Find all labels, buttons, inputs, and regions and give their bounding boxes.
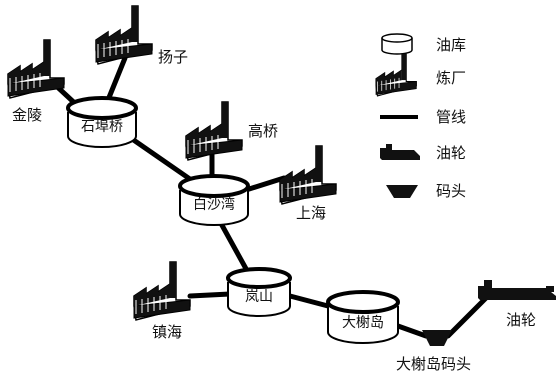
refinery-label-shanghai: 上海 [296, 204, 326, 222]
pipelines [49, 55, 491, 339]
legend-label-refinery: 炼厂 [436, 69, 466, 87]
pipeline-baishawan-lanshan [215, 215, 253, 279]
pipeline-dashudao-wharf [395, 323, 429, 339]
legend-item-tanker: 油轮 [380, 144, 466, 162]
factory-icon [279, 145, 337, 205]
refinery-shanghai: 上海 [279, 145, 337, 222]
factory-icon [7, 39, 65, 99]
legend-label-tank: 油库 [436, 36, 466, 54]
tank-baishawan: 白沙湾 [178, 174, 250, 226]
pipeline-shanghai-baishawan [243, 175, 287, 193]
legend-item-pipeline: 管线 [380, 108, 466, 126]
refinery-label-jinling: 金陵 [12, 106, 42, 124]
tanker-label: 油轮 [506, 311, 536, 329]
legend-label-pipeline: 管线 [436, 108, 466, 126]
tank-label-shibuqiao: 石埠桥 [81, 118, 123, 135]
legend-label-wharf: 码头 [436, 182, 466, 200]
legend-label-tanker: 油轮 [436, 144, 466, 162]
legend-item-refinery: 炼厂 [375, 53, 466, 97]
pipeline-zhenhai-lanshan [187, 291, 233, 299]
refinery-label-zhenhai: 镇海 [152, 323, 182, 341]
tank-dashudao: 大榭岛 [326, 290, 400, 344]
legend: 油库 炼厂 管线 油轮 码头 [375, 33, 466, 200]
pipeline-yangzi-shibuqiao [105, 55, 128, 103]
tank-label-baishawan: 白沙湾 [193, 196, 235, 213]
tank-label-lanshan: 岚山 [245, 289, 273, 305]
tanker-icon [380, 144, 420, 160]
refinery-yangzi: 扬子 [95, 5, 188, 66]
pipeline-lanshan-dashudao [287, 293, 331, 309]
tank-icon [381, 33, 413, 55]
refinery-label-gaoqiao: 高桥 [248, 122, 278, 140]
tanker-ship: 油轮 [478, 280, 556, 329]
refinery-jinling: 金陵 [7, 39, 65, 124]
wharf-icon [386, 185, 418, 198]
factory-icon [185, 101, 243, 161]
refinery-label-yangzi: 扬子 [158, 48, 188, 66]
tank-lanshan: 岚山 [226, 267, 292, 317]
tank-shibuqiao: 石埠桥 [66, 96, 138, 148]
factory-icon [133, 261, 191, 321]
legend-item-tank: 油库 [381, 33, 466, 55]
refinery-gaoqiao: 高桥 [185, 101, 278, 161]
wharf-label: 大榭岛码头 [396, 355, 471, 373]
pipeline-shibuqiao-baishawan [119, 129, 203, 189]
refinery-zhenhai: 镇海 [133, 261, 191, 341]
factory-icon [95, 5, 153, 65]
pipeline-wharf-ship [445, 293, 491, 339]
factory-icon [375, 53, 417, 97]
wharf-dashudao: 大榭岛码头 [396, 330, 471, 373]
legend-item-wharf: 码头 [386, 182, 466, 200]
tank-label-dashudao: 大榭岛 [342, 315, 384, 331]
tanker-icon [478, 280, 556, 300]
wharf-icon [422, 330, 452, 346]
